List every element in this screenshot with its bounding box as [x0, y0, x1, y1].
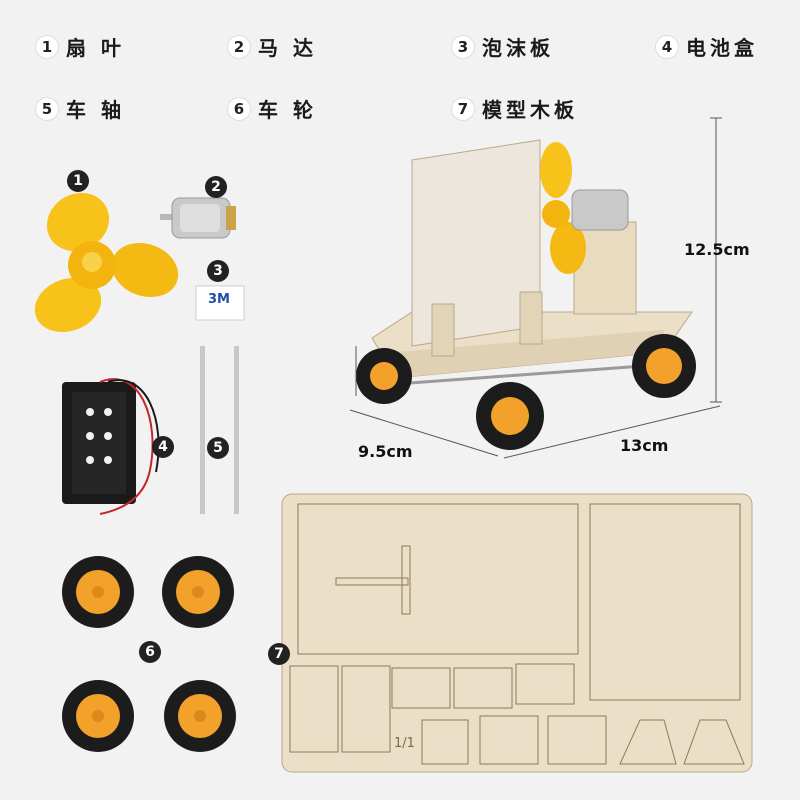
legend-label: 扇 叶: [66, 36, 125, 60]
assembled-car: [356, 139, 696, 450]
badge-board: 7: [268, 643, 290, 665]
wheel: [162, 556, 234, 628]
legend-item-fan: 1 扇 叶: [36, 32, 125, 61]
dc-motor: [160, 197, 236, 239]
legend-number: 3: [452, 35, 474, 58]
dimension-width: 9.5cm: [358, 442, 413, 461]
legend-item-wheels: 6 车 轮: [228, 94, 317, 123]
legend-label: 车 轴: [66, 98, 125, 122]
foam-tape: [195, 285, 245, 321]
legend-item-axle: 5 车 轴: [36, 94, 125, 123]
board-print: 1/1: [394, 736, 415, 751]
badge-wheels: 6: [139, 641, 161, 663]
badge-battery: 4: [152, 436, 174, 458]
legend-number: 7: [452, 97, 474, 120]
legend-item-foam: 3 泡沫板: [452, 32, 554, 61]
wooden-board-sheet: [281, 493, 753, 773]
legend-number: 4: [656, 35, 678, 58]
dimension-lines: [349, 117, 722, 459]
legend-label: 电池盒: [686, 36, 758, 60]
badge-motor: 2: [205, 176, 227, 198]
wheel: [164, 680, 236, 752]
dimension-height: 12.5cm: [684, 240, 750, 259]
legend-number: 1: [36, 35, 58, 58]
legend-number: 6: [228, 97, 250, 120]
legend-label: 车 轮: [258, 98, 317, 122]
battery-box: [62, 378, 160, 515]
legend-item-battery: 4 电池盒: [656, 32, 758, 61]
foam-tape-print: 3M: [208, 292, 230, 307]
legend-item-board: 7 模型木板: [452, 94, 578, 123]
legend-number: 5: [36, 97, 58, 120]
wheel: [62, 556, 134, 628]
dimension-length: 13cm: [620, 436, 669, 455]
legend-label: 泡沫板: [482, 36, 554, 60]
legend-label: 模型木板: [482, 98, 578, 122]
badge-axle: 5: [207, 437, 229, 459]
fan-propeller: [34, 192, 179, 333]
wheel: [62, 680, 134, 752]
legend-item-motor: 2 马 达: [228, 32, 317, 61]
axles: [200, 346, 239, 514]
badge-fan: 1: [67, 170, 89, 192]
badge-foam: 3: [207, 260, 229, 282]
legend-label: 马 达: [258, 36, 317, 60]
legend-number: 2: [228, 35, 250, 58]
